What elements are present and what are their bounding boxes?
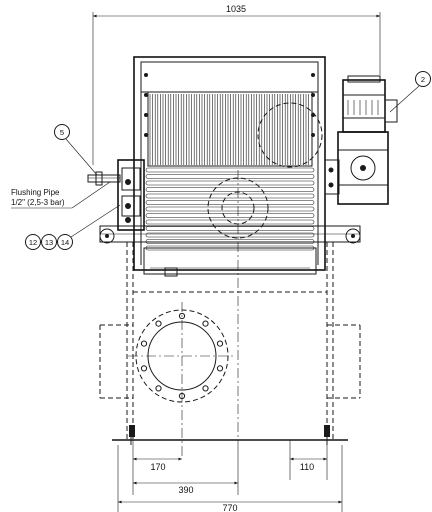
balloon-13: 13	[41, 234, 57, 250]
hidden-drive-circles	[207, 102, 323, 440]
svg-text:13: 13	[45, 238, 53, 247]
flushing-pipe-text: Flushing Pipe	[11, 188, 60, 197]
balloon-14: 14	[57, 204, 121, 250]
outlet-flange	[128, 302, 236, 458]
bottom-dimensions: 170 110 390 770	[117, 440, 343, 512]
flushing-pipe-label: Flushing Pipe 1/2" (2,5-3 bar)	[11, 181, 111, 209]
side-brackets	[99, 225, 361, 244]
balloon-12: 12	[25, 234, 41, 250]
left-drive-block	[117, 159, 145, 231]
dimension-text-1035: 1035	[226, 4, 246, 14]
flushing-pipe-spec: 1/2" (2,5-3 bar)	[11, 198, 65, 207]
svg-text:5: 5	[60, 128, 64, 137]
dimension-text-170: 170	[150, 462, 165, 472]
dimension-text-110: 110	[300, 462, 314, 472]
balloon-2: 2	[389, 71, 431, 113]
balloon-5: 5	[54, 124, 98, 176]
gear-motor	[324, 75, 398, 205]
rake-bars	[145, 167, 315, 251]
support-structure	[99, 242, 361, 445]
bar-rack	[147, 91, 313, 167]
dimension-text-390: 390	[178, 485, 193, 495]
svg-text:14: 14	[61, 238, 69, 247]
svg-text:2: 2	[421, 75, 425, 84]
dimension-text-770: 770	[222, 503, 237, 512]
bottom-tray	[143, 247, 317, 277]
screen-frame	[133, 56, 326, 271]
dimension-overall-width: 1035	[92, 4, 381, 165]
svg-text:12: 12	[29, 238, 37, 247]
flushing-pipe	[87, 171, 121, 186]
